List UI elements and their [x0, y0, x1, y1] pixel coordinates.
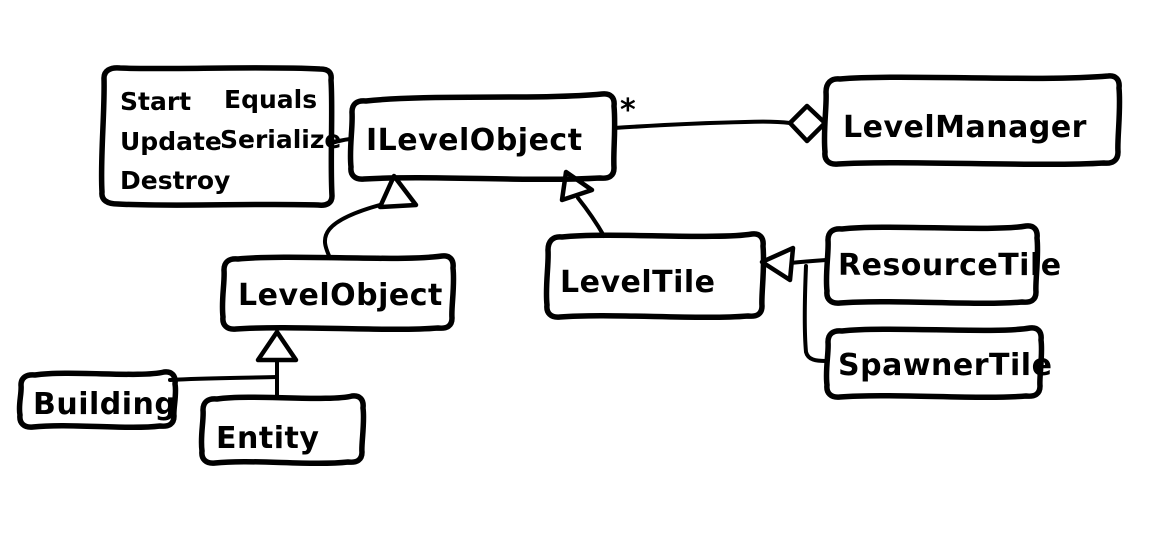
method-label-start: Start: [120, 87, 191, 116]
edge-spawnertile-leveltile-line: [802, 264, 828, 363]
generalization-triangle-icon-leveltile: [759, 245, 796, 283]
method-label-update: Update: [120, 127, 222, 156]
edge-building-levelobject-line: [168, 375, 279, 382]
class-box-building[interactable]: Building: [16, 369, 179, 431]
class-box-resourcetile[interactable]: ResourceTile: [823, 223, 1062, 307]
entity-frame: [198, 393, 367, 467]
class-box-ilevelobject[interactable]: ILevelObject *: [347, 91, 636, 183]
levelmanager-label: LevelManager: [843, 110, 1087, 145]
realization-triangle-icon-levelobject: [377, 173, 419, 210]
entity-label: Entity: [216, 421, 319, 456]
levelobject-frame: [219, 253, 457, 333]
method-label-equals: Equals: [224, 85, 317, 114]
ilevelobject-label: ILevelObject: [366, 123, 583, 158]
aggregation-diamond-icon: [787, 103, 828, 144]
spawnertile-label: SpawnerTile: [838, 348, 1052, 383]
class-box-spawnertile[interactable]: SpawnerTile: [823, 325, 1052, 401]
leveltile-label: LevelTile: [560, 265, 716, 300]
building-label: Building: [33, 387, 176, 422]
class-box-levelobject[interactable]: LevelObject: [219, 253, 457, 333]
edge-resourcetile-leveltile-line: [788, 258, 828, 265]
multiplicity-star-label: *: [620, 93, 636, 128]
connector-layer: [168, 103, 828, 400]
spawnertile-frame: [823, 325, 1045, 401]
class-box-entity[interactable]: Entity: [198, 393, 367, 467]
levelmanager-frame: [821, 73, 1123, 168]
generalization-triangle-icon-levelobject: [255, 329, 299, 363]
edge-ilevelobject-levelmanager-line: [612, 119, 792, 130]
edge-leveltile-ilevelobject-line: [576, 196, 606, 238]
building-frame: [16, 369, 179, 431]
resourcetile-label: ResourceTile: [838, 248, 1062, 283]
class-box-levelmanager[interactable]: LevelManager: [821, 73, 1123, 168]
method-label-serialize: Serialize: [220, 125, 341, 154]
class-box-leveltile[interactable]: LevelTile: [543, 231, 767, 321]
resourcetile-frame: [823, 223, 1041, 307]
edge-levelobject-ilevelobject-line: [323, 198, 402, 260]
methods-note[interactable]: Start Update Destroy Equals Serialize: [98, 65, 342, 208]
levelobject-label: LevelObject: [238, 278, 443, 313]
leveltile-frame: [543, 231, 767, 321]
methods-note-frame: [98, 65, 335, 208]
method-label-destroy: Destroy: [120, 166, 230, 195]
ilevelobject-frame: [347, 91, 618, 183]
